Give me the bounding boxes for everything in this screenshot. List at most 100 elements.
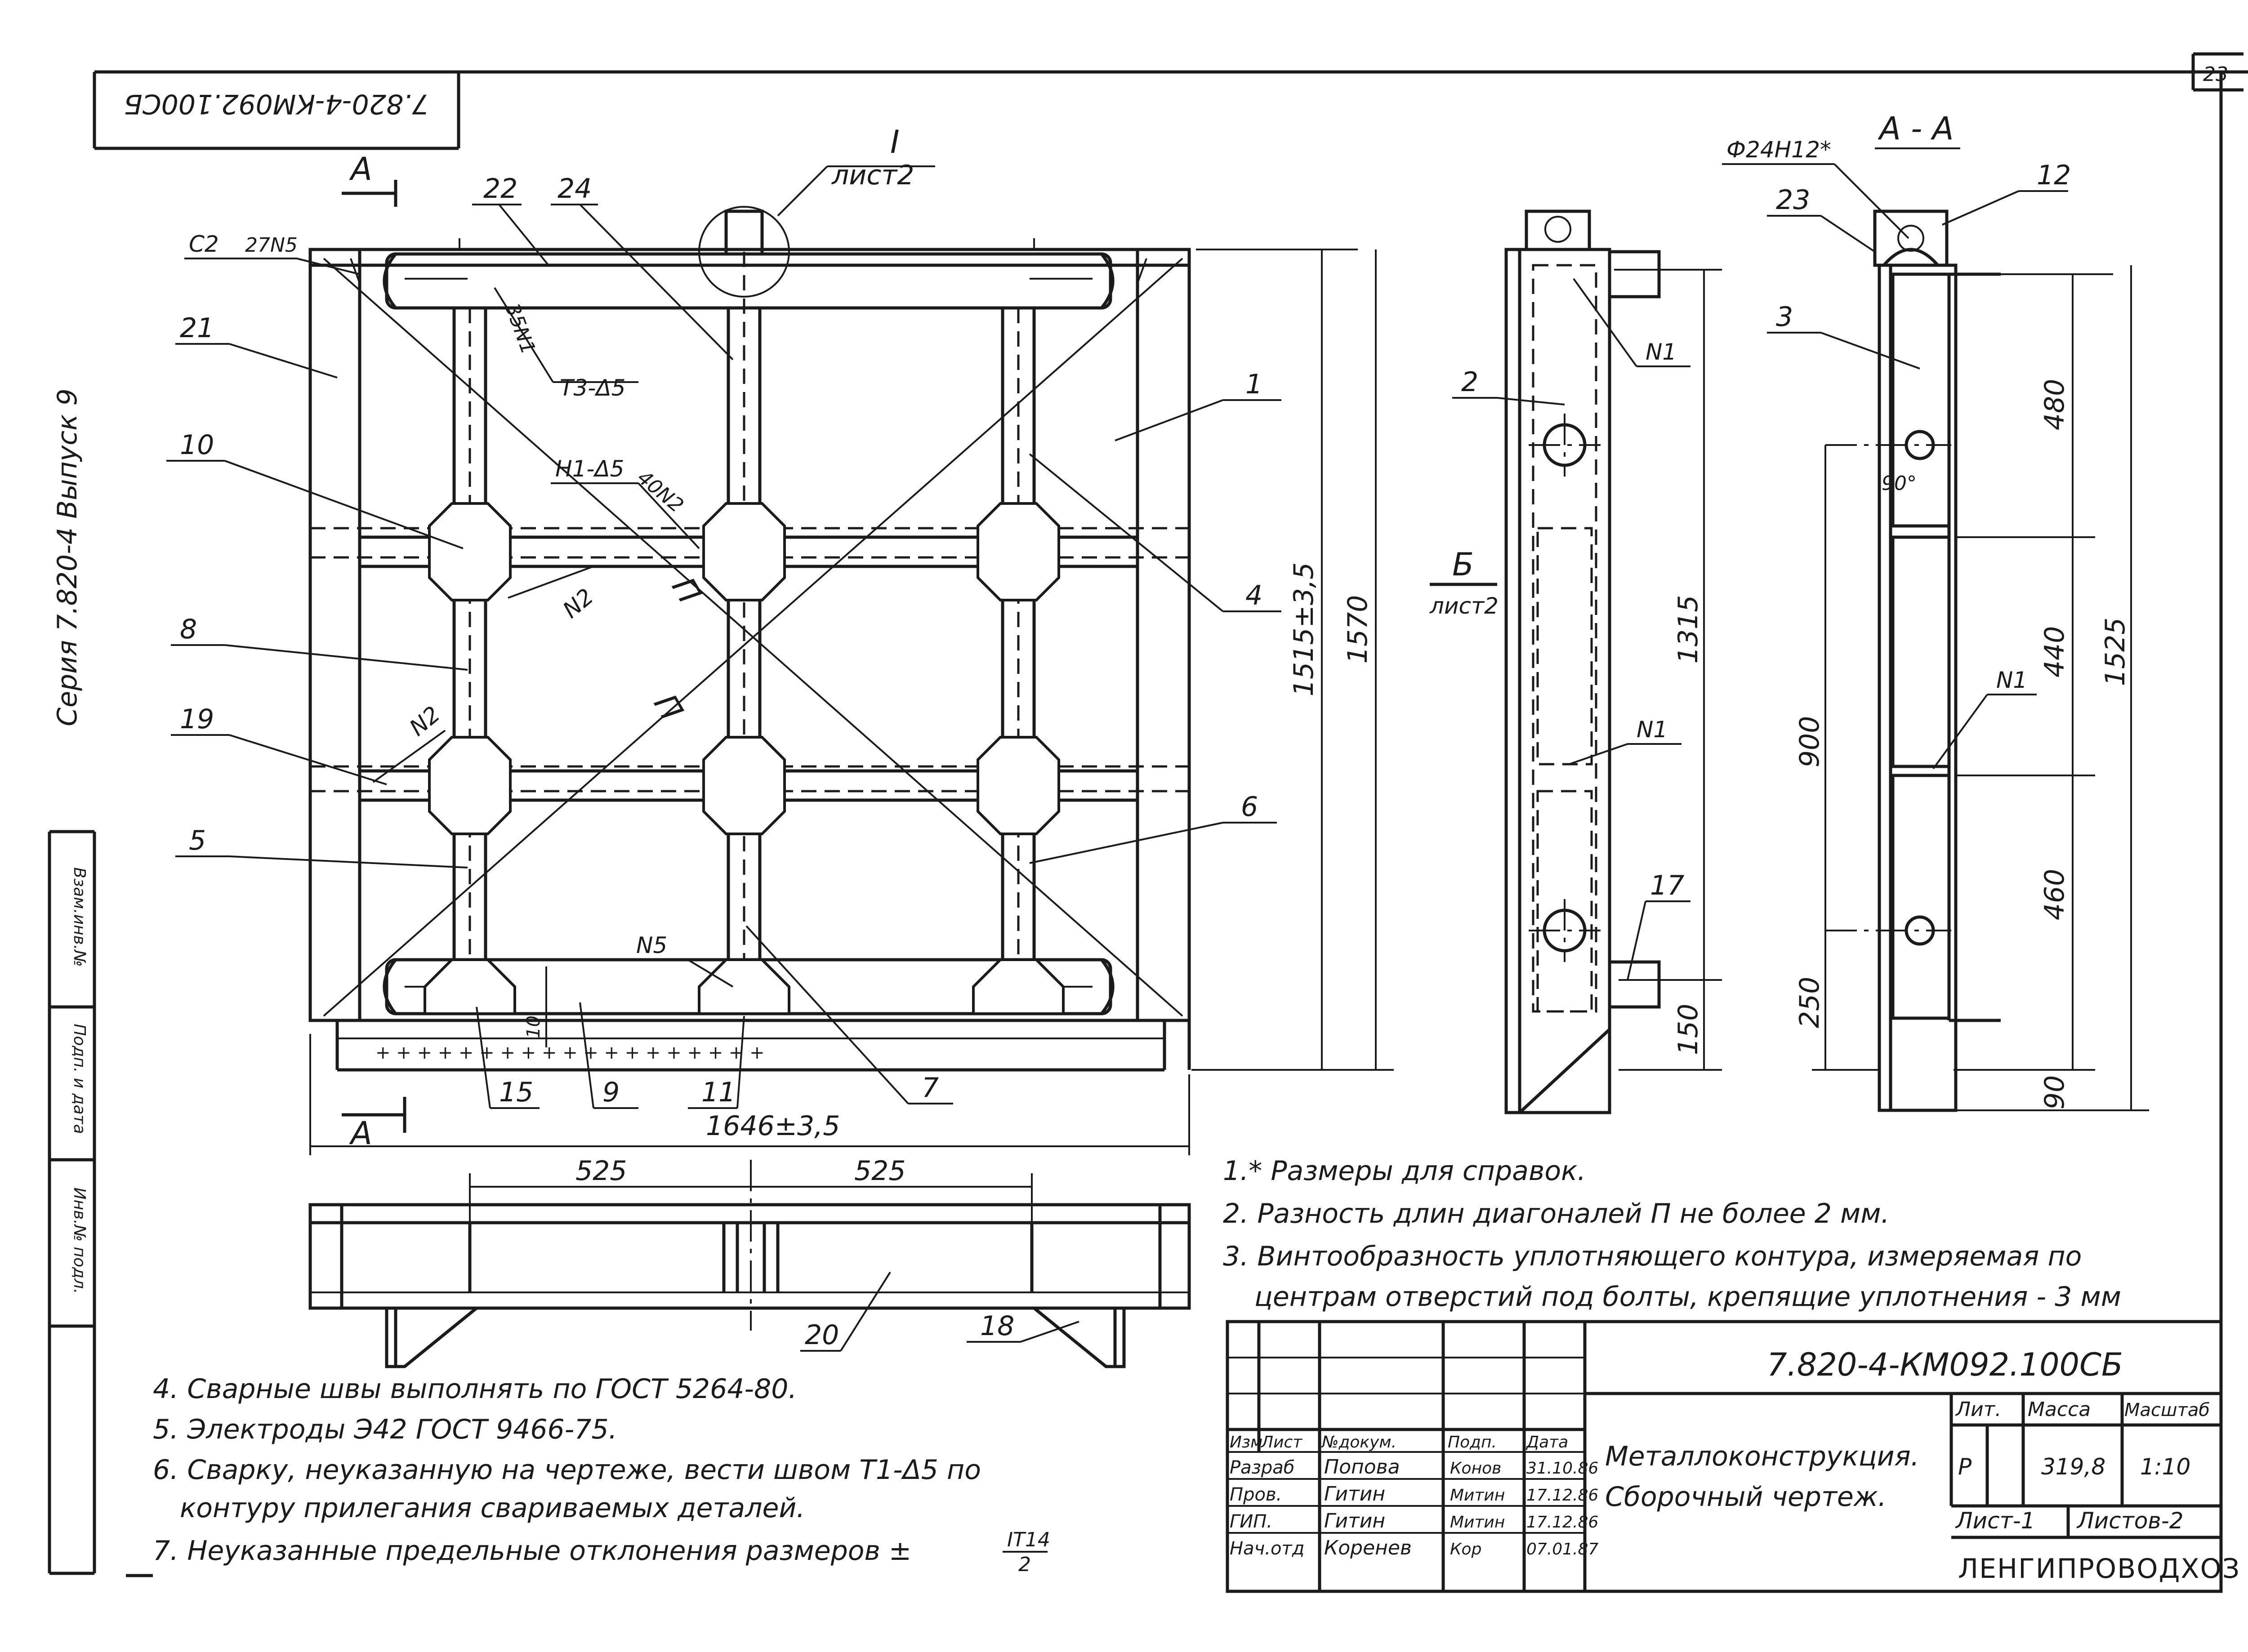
hdr-podp: Подп. xyxy=(1448,1433,1497,1452)
pos-17: 17 xyxy=(1650,870,1684,901)
scale-value: 1:10 xyxy=(2140,1454,2190,1480)
dim-sec-900: 900 xyxy=(1794,716,1825,768)
signer-3-name: Гитин xyxy=(1324,1510,1385,1532)
signer-2-name: Гитин xyxy=(1324,1483,1385,1505)
diag-mark-p1: П xyxy=(665,571,708,610)
pos-3: 3 xyxy=(1776,301,1793,333)
diag-mark-p2: П xyxy=(647,688,690,727)
tolerance-den: 2 xyxy=(1018,1553,1031,1576)
pos-10: 10 xyxy=(180,429,214,461)
title-block: 7.820-4-КМ092.100СБ Металлоконструкция. … xyxy=(1226,1320,2240,1593)
dim-sec-480: 480 xyxy=(2039,379,2070,431)
pos-23: 23 xyxy=(1776,184,1810,216)
weld-mark-27n5: 27N5 xyxy=(245,234,298,257)
signer-4-date: 07.01.87 xyxy=(1526,1540,1598,1558)
dim-gap-10: 10 xyxy=(523,1015,544,1038)
svg-text:+ + + + + + + + + + + + + + +: + + + + + + + + + + + + + + + + + + + xyxy=(375,1042,765,1063)
signer-2-role: Пров. xyxy=(1230,1484,1282,1505)
sheet-frame: 23 7.820-4-КМ092.100СБ Взам.инв.№ Подп. … xyxy=(48,52,2248,1591)
note-2: 2. Разность длин диагоналей П не более 2… xyxy=(1223,1198,1890,1229)
weld-mark-n1-b: N1 xyxy=(1637,717,1668,743)
pos-21: 21 xyxy=(180,312,214,344)
signer-1-date: 31.10.86 xyxy=(1526,1459,1598,1478)
pos-24: 24 xyxy=(558,173,592,205)
series-vertical: Серия 7.820-4 Выпуск 9 xyxy=(52,388,83,726)
dim-bottom-525-a: 525 xyxy=(575,1155,627,1187)
signer-3-sign: Митин xyxy=(1450,1513,1505,1532)
dim-sec-250: 250 xyxy=(1794,977,1825,1029)
signer-2-date: 17.12.86 xyxy=(1526,1486,1598,1505)
hdr-list: Лист xyxy=(1260,1433,1302,1452)
view-b-sheet: лист2 xyxy=(1429,593,1499,619)
detail-callout-number: I xyxy=(890,124,900,160)
bottom-view: 525 525 20 18 xyxy=(308,1155,1191,1368)
signer-4-role: Нач.отд xyxy=(1230,1538,1304,1559)
weld-mark-n1-c: N1 xyxy=(1996,667,2027,693)
section-aa-title: А - А xyxy=(1878,110,1954,147)
title-name-2: Сборочный чертеж. xyxy=(1605,1481,1887,1513)
weld-mark-c2: С2 xyxy=(189,231,219,257)
note-4: 4. Сварные швы выполнять по ГОСТ 5264-80… xyxy=(153,1373,797,1405)
margin-label-1: Взам.инв.№ xyxy=(70,867,89,967)
weld-mark-h1: Н1-Δ5 xyxy=(555,456,624,482)
note-5: 5. Электроды Э42 ГОСТ 9466-75. xyxy=(153,1414,617,1445)
dim-side-150: 150 xyxy=(1673,1004,1704,1055)
hdr-data: Дата xyxy=(1525,1433,1568,1452)
weld-mark-n2-a: N2 xyxy=(558,583,598,623)
mass-label: Масса xyxy=(2028,1398,2091,1421)
note-7: 7. Неуказанные предельные отклонения раз… xyxy=(153,1535,911,1567)
tolerance-num: IT14 xyxy=(1007,1528,1050,1551)
pos-2: 2 xyxy=(1461,366,1478,398)
note-1: 1.* Размеры для справок. xyxy=(1223,1155,1586,1187)
sheet-corner-number: 23 xyxy=(2203,63,2228,86)
signer-1-name: Попова xyxy=(1324,1456,1400,1478)
view-b-letter: Б xyxy=(1452,546,1474,583)
title-name-1: Металлоконструкция. xyxy=(1605,1441,1919,1472)
weld-mark-t3: Т3-Δ5 xyxy=(560,375,625,401)
section-aa-labels: Ф24Н12* 12 23 3 90° N1 480 440 460 90 15… xyxy=(1722,137,2149,1111)
signer-1-sign: Конов xyxy=(1450,1459,1501,1478)
dim-height-outer: 1570 xyxy=(1342,595,1374,664)
signer-4-sign: Кор xyxy=(1450,1540,1481,1558)
pos-6: 6 xyxy=(1241,791,1258,823)
pos-15: 15 xyxy=(499,1077,533,1108)
note-6: 6. Сварку, неуказанную на чертеже, вести… xyxy=(153,1454,981,1486)
side-view xyxy=(1504,209,1661,1114)
dim-side-1315: 1315 xyxy=(1673,595,1704,664)
dim-width: 1646±3,5 xyxy=(706,1110,840,1142)
signer-1-role: Разраб xyxy=(1230,1457,1294,1478)
note-3: 3. Винтообразность уплотняющего контура,… xyxy=(1223,1241,2082,1272)
weld-mark-n1-a: N1 xyxy=(1646,339,1677,365)
margin-label-2: Подп. и дата xyxy=(70,1024,89,1134)
pos-1: 1 xyxy=(1245,369,1262,400)
bolt-row: + + + + + + + + + + + + + + + + + + + xyxy=(375,1042,765,1063)
note-3-cont: центрам отверстий под болты, крепящие уп… xyxy=(1254,1281,2121,1313)
pos-12: 12 xyxy=(2037,160,2071,191)
section-angle: 90° xyxy=(1882,472,1917,495)
pos-7: 7 xyxy=(922,1072,939,1104)
lit-label: Лит. xyxy=(1955,1398,2001,1421)
sheet-number: Лист-1 xyxy=(1955,1508,2035,1534)
dim-sec-440: 440 xyxy=(2039,626,2070,678)
sheets-total: Листов-2 xyxy=(2076,1508,2184,1534)
pos-5: 5 xyxy=(189,825,206,856)
scale-label: Масштаб xyxy=(2124,1400,2210,1420)
note-6-cont: контуру прилегания свариваемых деталей. xyxy=(180,1492,805,1524)
hdr-ndoc: №докум. xyxy=(1321,1433,1396,1452)
dim-bottom-525-b: 525 xyxy=(854,1155,906,1187)
signer-4-name: Коренев xyxy=(1324,1536,1412,1559)
pos-18: 18 xyxy=(980,1310,1014,1342)
dim-sec-90: 90 xyxy=(2039,1075,2070,1109)
signer-3-role: ГИП. xyxy=(1230,1511,1272,1532)
pos-19: 19 xyxy=(180,704,214,735)
dim-sec-1525: 1525 xyxy=(2100,618,2131,686)
signer-2-sign: Митин xyxy=(1450,1486,1505,1505)
dim-sec-460: 460 xyxy=(2039,869,2070,921)
pos-9: 9 xyxy=(602,1077,620,1108)
weld-mark-40n2: 40N2 xyxy=(633,466,688,517)
org-name: ЛЕНГИПРОВОДХОЗ xyxy=(1958,1553,2240,1585)
section-hole-dim: Ф24Н12* xyxy=(1726,137,1831,163)
pos-20: 20 xyxy=(805,1319,839,1351)
section-aa: А - А xyxy=(1825,110,2001,1112)
